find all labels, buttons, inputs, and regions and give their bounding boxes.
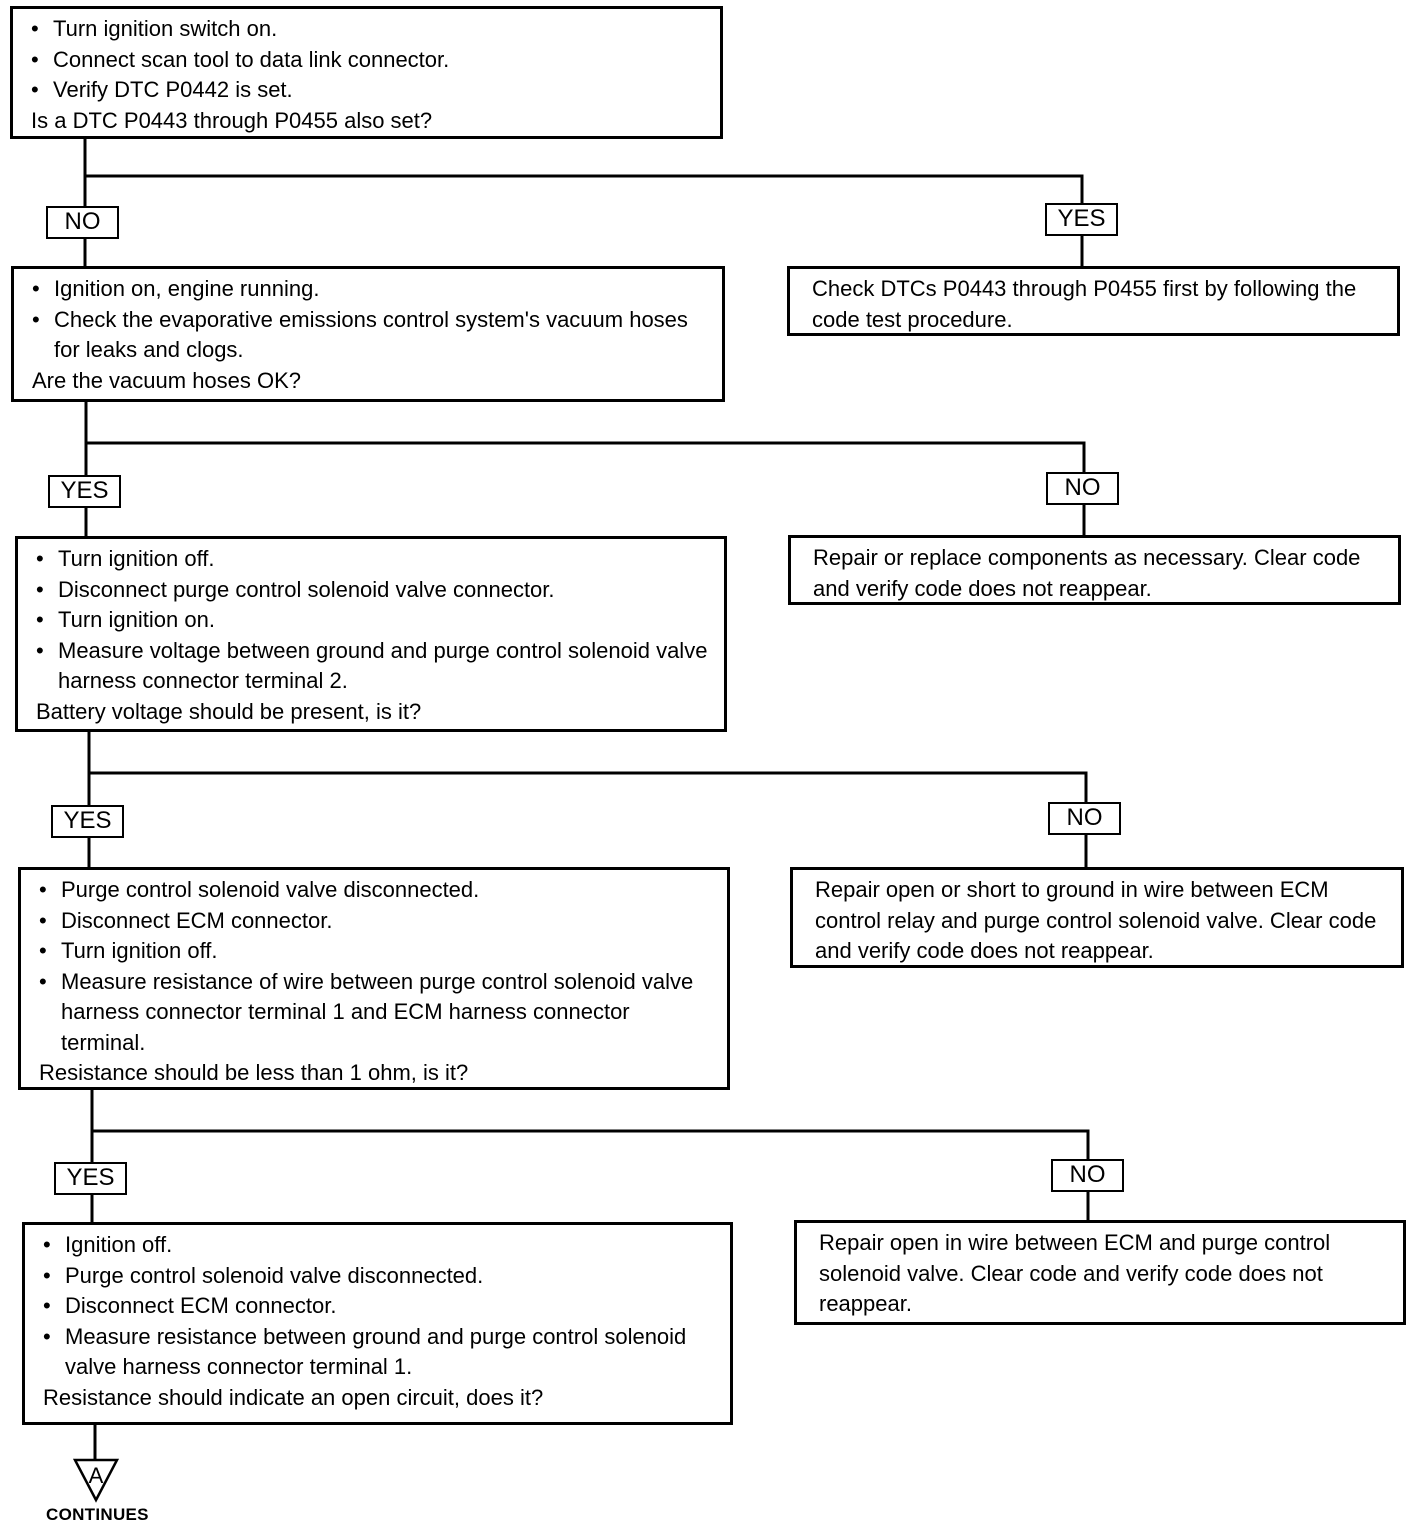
step-5-question: Resistance should indicate an open circu…: [43, 1384, 544, 1410]
step-5-box: Ignition off. Purge control solenoid val…: [22, 1222, 733, 1425]
step-3-bullet-3: Turn ignition on.: [36, 605, 714, 636]
step-5-bullet-1: Ignition off.: [43, 1230, 720, 1261]
step-4-bullet-1: Purge control solenoid valve disconnecte…: [39, 875, 717, 906]
step-4-bullet-3: Turn ignition off.: [39, 936, 717, 967]
step-1-question: Is a DTC P0443 through P0455 also set?: [31, 107, 433, 133]
step-3-bullet-4: Measure voltage between ground and purge…: [36, 636, 714, 697]
step-3-result-text: Repair open or short to ground in wire b…: [815, 877, 1377, 963]
step-1-bullet-2: Connect scan tool to data link connector…: [31, 45, 710, 76]
step-5-bullet-3: Disconnect ECM connector.: [43, 1291, 720, 1322]
connector-letter: A: [89, 1463, 104, 1488]
step-3-result-box: Repair open or short to ground in wire b…: [790, 867, 1404, 968]
step-4-box: Purge control solenoid valve disconnecte…: [18, 867, 730, 1090]
step-1-bullet-1: Turn ignition switch on.: [31, 14, 710, 45]
step-1-bullet-3: Verify DTC P0442 is set.: [31, 75, 710, 106]
step-3-box: Turn ignition off. Disconnect purge cont…: [15, 536, 727, 732]
step-4-result-text: Repair open in wire between ECM and purg…: [819, 1230, 1331, 1316]
continues-caption: CONTINUES: [46, 1505, 149, 1524]
step-3-yes-label: YES: [51, 805, 124, 838]
step-4-bullet-2: Disconnect ECM connector.: [39, 906, 717, 937]
step-5-bullet-4: Measure resistance between ground and pu…: [43, 1322, 720, 1383]
step-4-no-label: NO: [1051, 1159, 1124, 1192]
step-1-result-box: Check DTCs P0443 through P0455 first by …: [787, 266, 1400, 336]
step-2-no-label: NO: [1046, 472, 1119, 505]
step-4-result-box: Repair open in wire between ECM and purg…: [794, 1220, 1406, 1325]
continues-connector-triangle: [72, 1458, 120, 1503]
step-1-result-text: Check DTCs P0443 through P0455 first by …: [812, 276, 1357, 332]
step-4-yes-label: YES: [54, 1162, 127, 1195]
step-2-result-text: Repair or replace components as necessar…: [813, 545, 1361, 601]
step-3-no-label: NO: [1048, 802, 1121, 835]
step-1-yes-label: YES: [1045, 203, 1118, 236]
step-2-box: Ignition on, engine running. Check the e…: [11, 266, 725, 402]
step-2-bullet-1: Ignition on, engine running.: [32, 274, 712, 305]
step-3-question: Battery voltage should be present, is it…: [36, 698, 422, 724]
step-1-no-label: NO: [46, 206, 119, 239]
step-5-bullet-2: Purge control solenoid valve disconnecte…: [43, 1261, 720, 1292]
step-2-bullet-2: Check the evaporative emissions control …: [32, 305, 712, 366]
step-4-bullet-4: Measure resistance of wire between purge…: [39, 967, 717, 1059]
step-3-bullet-2: Disconnect purge control solenoid valve …: [36, 575, 714, 606]
step-2-yes-label: YES: [48, 475, 121, 508]
step-2-question: Are the vacuum hoses OK?: [32, 367, 302, 393]
step-1-box: Turn ignition switch on. Connect scan to…: [10, 6, 723, 139]
step-2-result-box: Repair or replace components as necessar…: [788, 535, 1401, 605]
step-3-bullet-1: Turn ignition off.: [36, 544, 714, 575]
step-4-question: Resistance should be less than 1 ohm, is…: [39, 1060, 469, 1085]
